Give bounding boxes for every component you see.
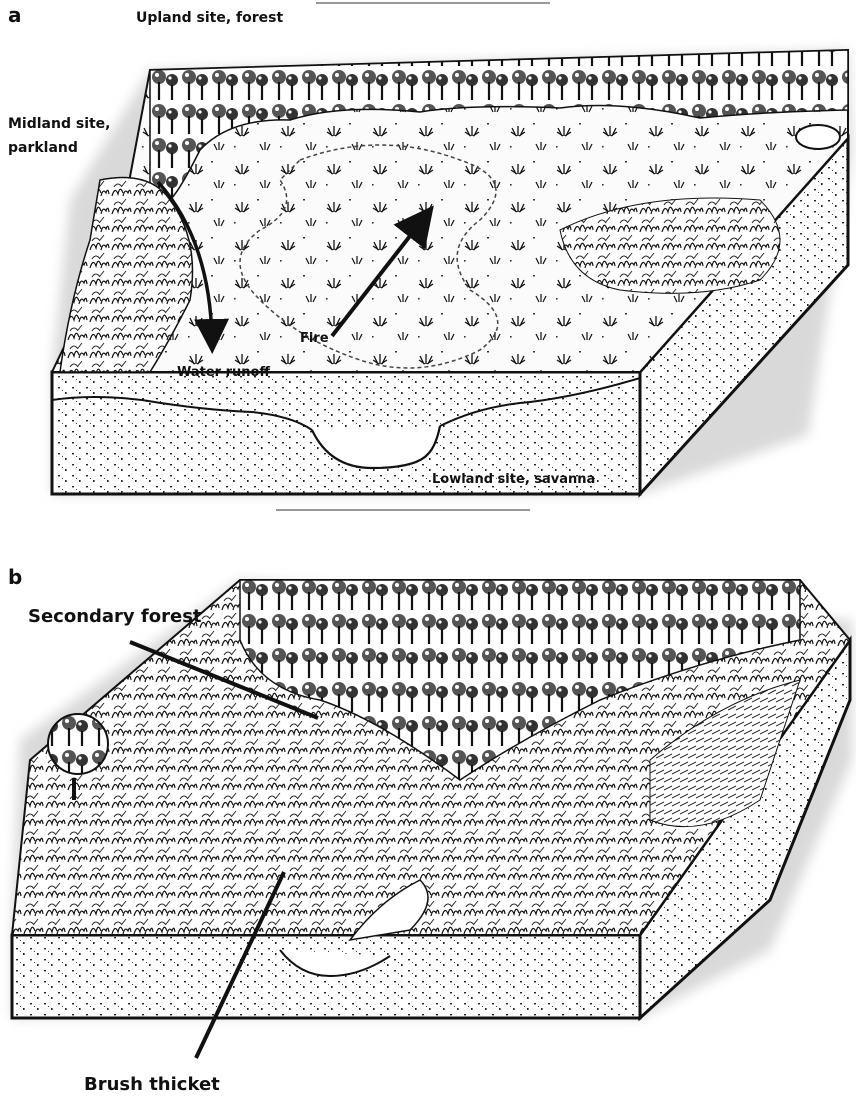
- panel-b-letter: b: [8, 565, 22, 589]
- panel-a-pond: [796, 125, 840, 149]
- lowland-label: Lowland site, savanna: [432, 472, 595, 487]
- fire-label: Fire: [300, 331, 329, 346]
- midland-label-line2: parkland: [8, 140, 78, 156]
- secondary-forest-label: Secondary forest: [28, 606, 202, 627]
- brush-thicket-label: Brush thicket: [84, 1074, 220, 1095]
- panel-a-letter: a: [8, 3, 22, 27]
- upland-label: Upland site, forest: [136, 10, 283, 26]
- water-runoff-label: Water runoff: [177, 365, 270, 380]
- panel-a: a Upland site, forest Midland site, park…: [8, 3, 852, 510]
- midland-label-line1: Midland site,: [8, 116, 111, 132]
- panel-b: b Secondary forest Brush thicket: [8, 565, 852, 1095]
